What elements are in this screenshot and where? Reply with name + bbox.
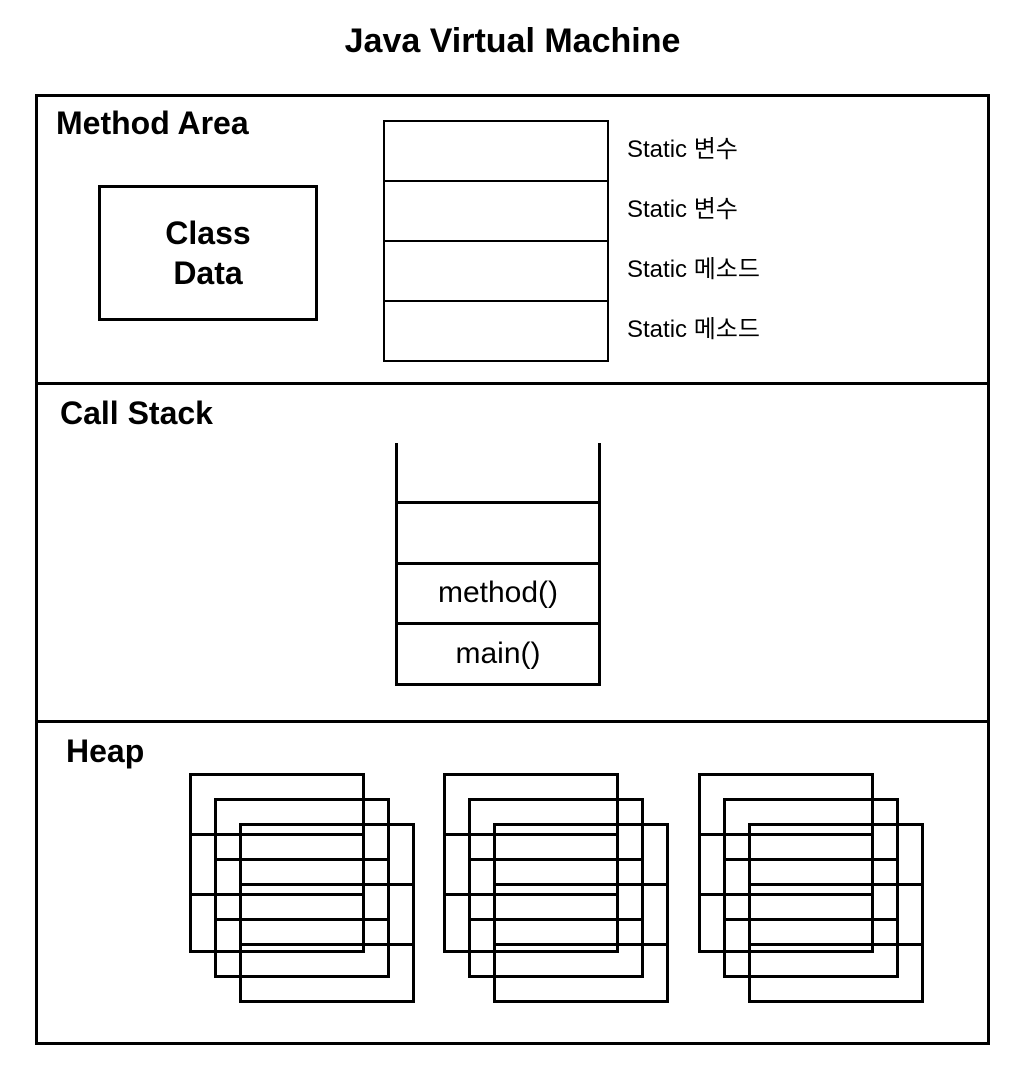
static-method-label: Static 메소드 xyxy=(627,256,760,283)
object-row-divider xyxy=(217,858,387,861)
stack-frame-method: method() xyxy=(398,561,598,623)
heap-object-rect xyxy=(443,773,619,953)
heap-section: Heap xyxy=(38,723,987,1042)
heap-object-rect xyxy=(698,773,874,953)
heap-object-rect xyxy=(468,798,644,978)
static-method-label: Static 메소드 xyxy=(627,316,760,343)
heap-object-cluster xyxy=(189,773,415,1003)
object-row-divider xyxy=(192,893,362,896)
object-row-divider xyxy=(471,858,641,861)
static-slot-row xyxy=(385,300,607,360)
heap-object-rect xyxy=(189,773,365,953)
static-variable-label: Static 변수 xyxy=(627,136,738,163)
object-row-divider xyxy=(192,833,362,836)
class-data-box: Class Data xyxy=(98,185,318,321)
static-slot-row xyxy=(385,240,607,300)
object-row-divider xyxy=(726,918,896,921)
static-slot-table xyxy=(383,120,609,362)
static-variable-label: Static 변수 xyxy=(627,196,738,223)
object-row-divider xyxy=(471,918,641,921)
class-data-line1: Class xyxy=(165,215,251,251)
jvm-outer-box: Method Area Class Data Static 변수 Static … xyxy=(35,94,990,1045)
object-row-divider xyxy=(446,893,616,896)
object-row-divider xyxy=(751,943,921,946)
static-slot-row xyxy=(385,122,607,180)
object-row-divider xyxy=(242,883,412,886)
method-area-label: Method Area xyxy=(56,105,249,141)
heap-object-cluster xyxy=(698,773,924,1003)
class-data-line2: Data xyxy=(173,255,243,291)
stack-frame-empty xyxy=(398,500,598,562)
call-stack-label: Call Stack xyxy=(60,395,213,431)
call-stack-frames: method() main() xyxy=(395,443,601,686)
object-row-divider xyxy=(726,858,896,861)
heap-object-rect xyxy=(493,823,669,1003)
diagram-title: Java Virtual Machine xyxy=(344,22,681,60)
call-stack-section: Call Stack method() main() xyxy=(38,385,987,723)
object-row-divider xyxy=(446,833,616,836)
heap-label: Heap xyxy=(66,733,145,769)
object-row-divider xyxy=(701,893,871,896)
static-slot-row xyxy=(385,180,607,240)
heap-object-rect xyxy=(748,823,924,1003)
method-area-section: Method Area Class Data Static 변수 Static … xyxy=(38,97,987,385)
heap-object-rect xyxy=(214,798,390,978)
object-row-divider xyxy=(242,943,412,946)
heap-object-rect xyxy=(239,823,415,1003)
stack-frame-empty xyxy=(398,443,598,501)
object-row-divider xyxy=(496,883,666,886)
object-row-divider xyxy=(217,918,387,921)
heap-object-cluster xyxy=(443,773,669,1003)
object-row-divider xyxy=(496,943,666,946)
stack-frame-main: main() xyxy=(398,622,598,683)
heap-object-rect xyxy=(723,798,899,978)
object-row-divider xyxy=(751,883,921,886)
object-row-divider xyxy=(701,833,871,836)
